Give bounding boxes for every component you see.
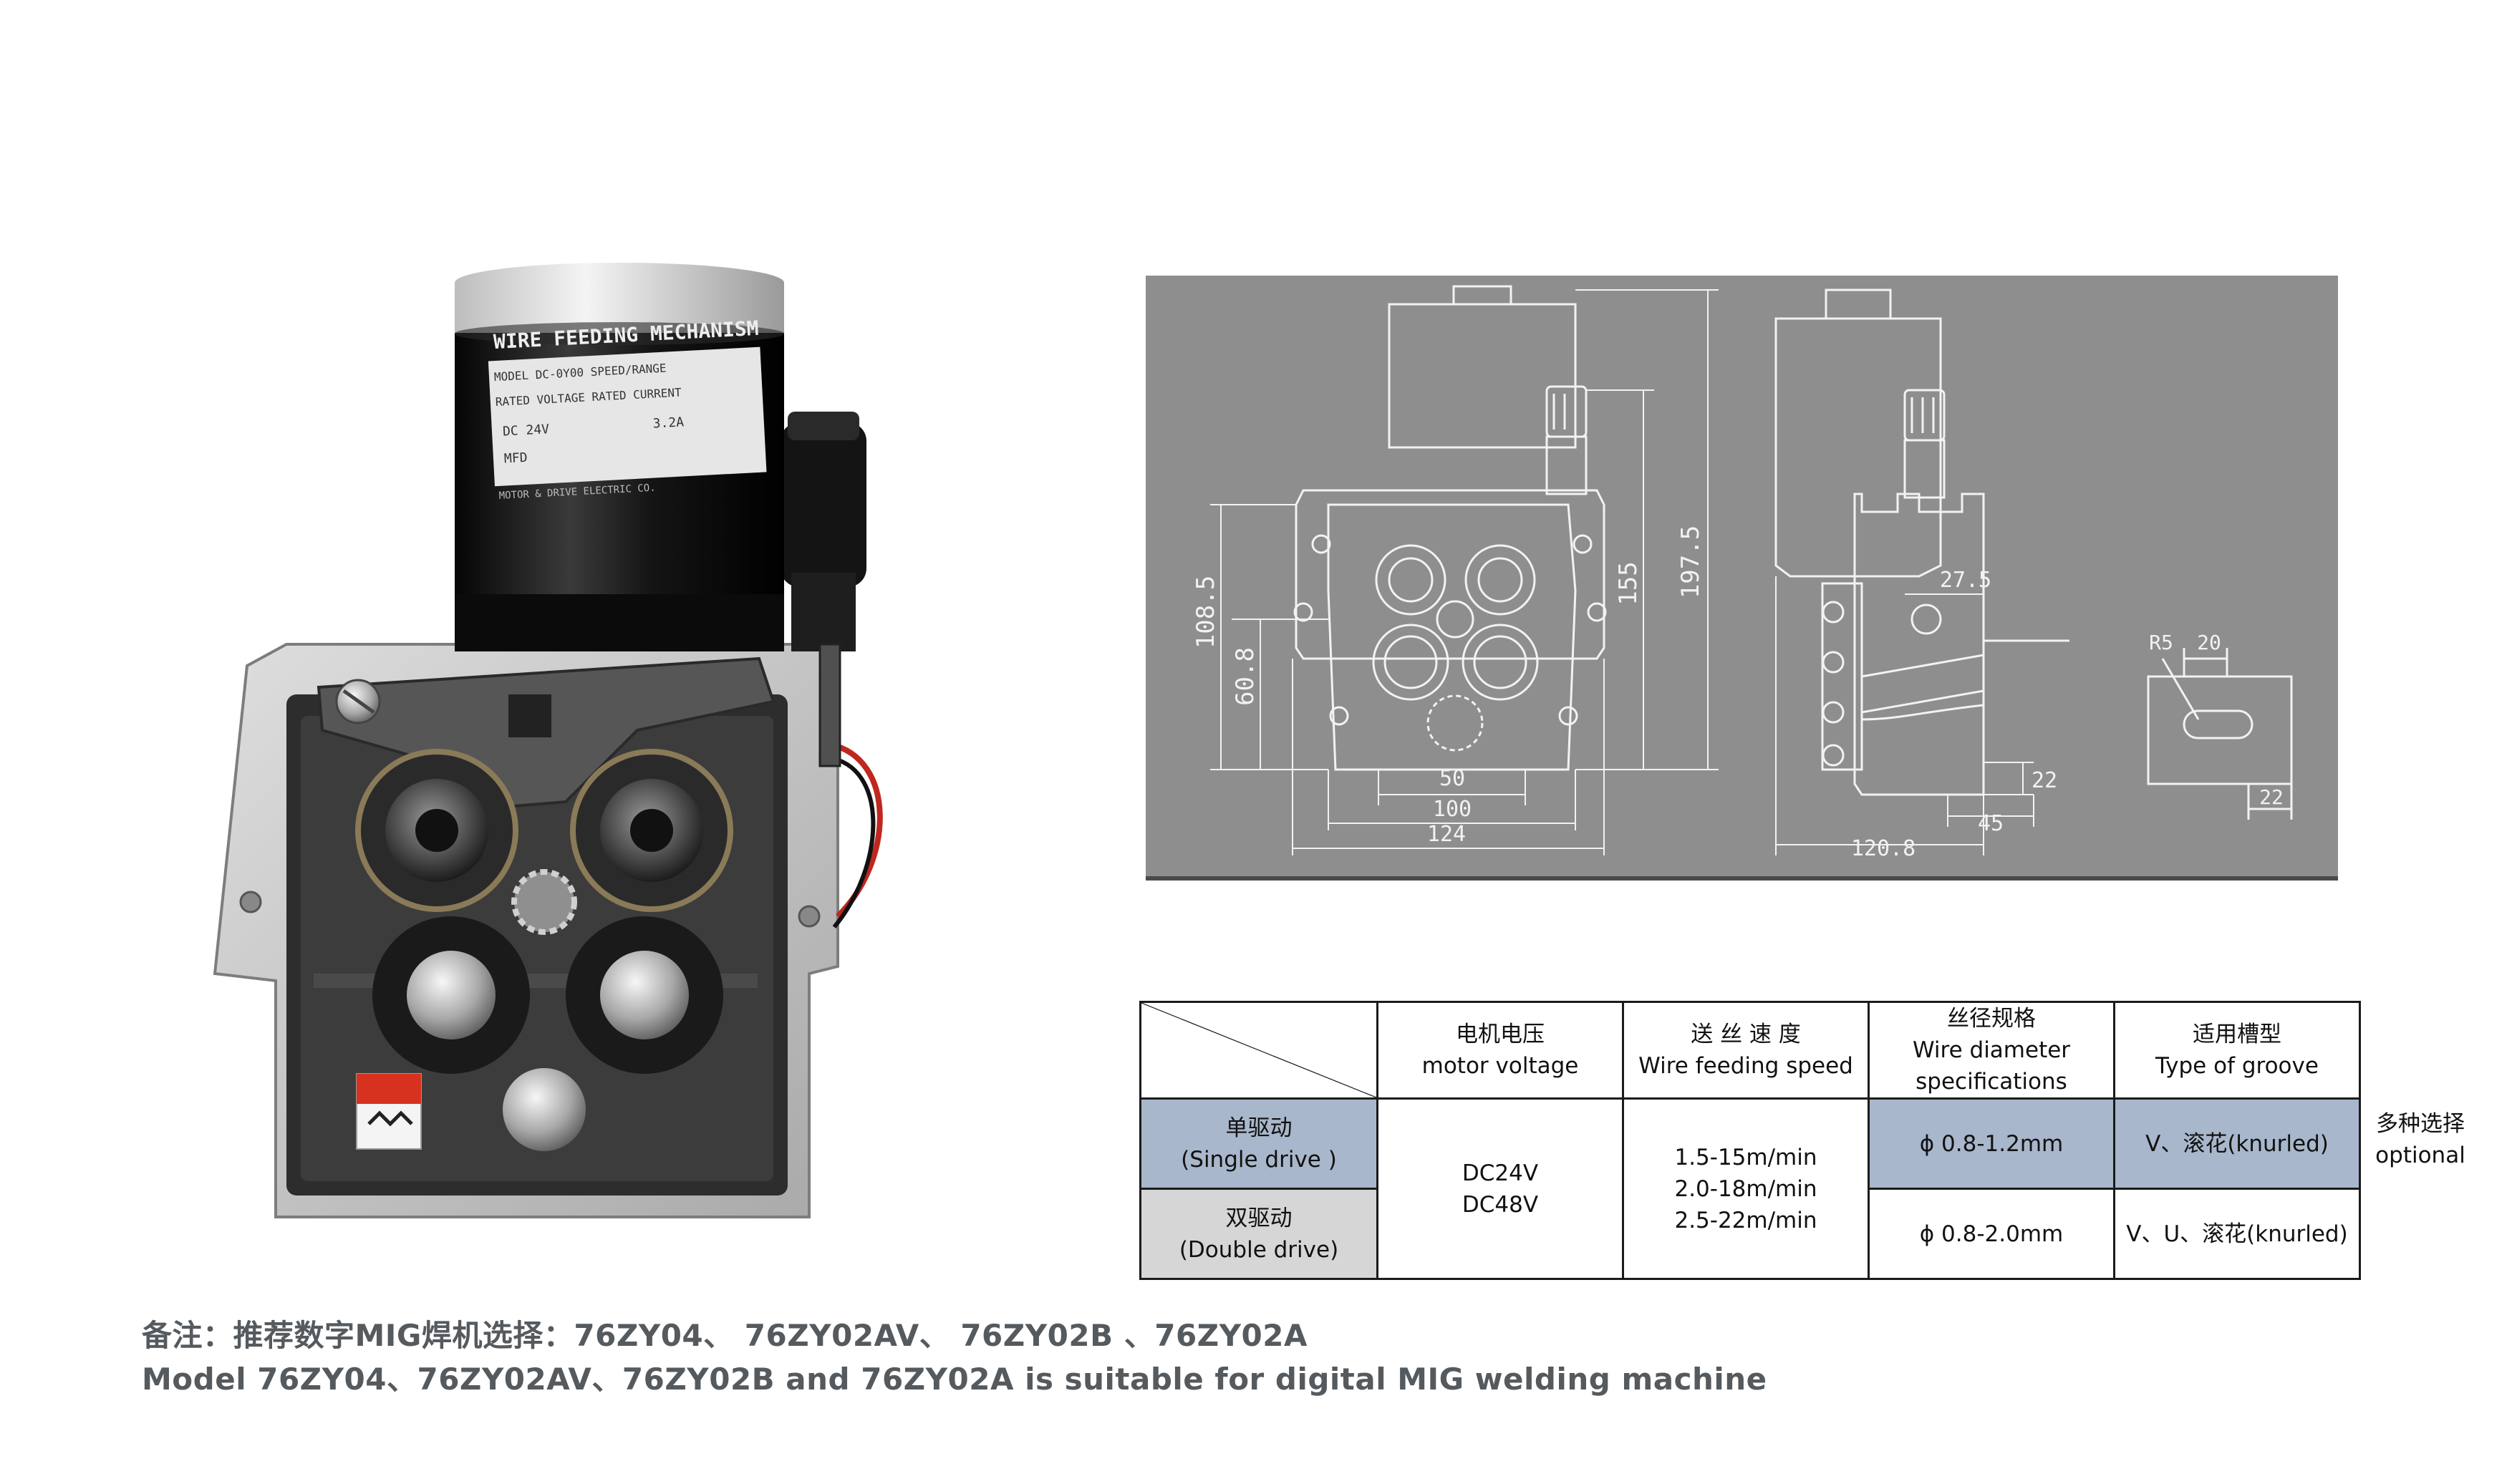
optional-en: optional — [2375, 1143, 2465, 1169]
row-single-en: (Single drive ) — [1181, 1146, 1337, 1173]
header-feeding-speed-cn: 送 丝 速 度 — [1691, 1022, 1801, 1047]
technical-drawing: 197.5 155 108.5 60.8 50 100 124 27.5 22 … — [1146, 276, 2338, 881]
cell-groove-single: V、滚花(knurled) — [2113, 1097, 2361, 1190]
header-motor-voltage-en: motor voltage — [1421, 1053, 1579, 1080]
front-view — [1293, 285, 1607, 771]
corner-diagonal — [1141, 1003, 1376, 1097]
cell-diameter-double: ϕ 0.8-2.0mm — [1868, 1188, 2115, 1281]
dim-label-155: 155 — [1614, 561, 1643, 605]
table-row: 双驱动 (Double drive) ϕ 0.8-2.0mm V、U、滚花(kn… — [1139, 1188, 2361, 1281]
header-motor-voltage-cn: 电机电压 — [1456, 1022, 1545, 1047]
note-chinese: 备注：推荐数字MIG焊机选择：76ZY04、 76ZY02AV、 76ZY02B… — [142, 1318, 1308, 1353]
gear-hub — [511, 869, 577, 935]
upper-rollers — [355, 749, 733, 912]
nameplate-voltage: DC 24V — [502, 422, 549, 439]
header-wire-diameter-cn: 丝径规格 — [1947, 1006, 2036, 1032]
voltage-24v: DC24V — [1462, 1160, 1539, 1186]
header-wire-diameter-en: Wire diameter — [1912, 1037, 2071, 1064]
speed-option-3: 2.5-22m/min — [1674, 1207, 1817, 1233]
dim-label-22-side: 22 — [2032, 768, 2057, 793]
dim-label-r5: R5 — [2149, 631, 2173, 654]
header-motor-voltage: 电机电压 motor voltage — [1376, 1000, 1624, 1100]
dim-label-20: 20 — [2197, 631, 2221, 654]
header-wire-diameter: 丝径规格 Wire diameter specifications — [1868, 1000, 2115, 1100]
dim-label-27-5: 27.5 — [1940, 568, 1991, 593]
spec-table: 电机电压 motor voltage 送 丝 速 度 Wire feeding … — [1139, 1000, 2361, 1281]
front-dimensions — [1210, 289, 1719, 855]
header-wire-diameter-en2: specifications — [1916, 1069, 2067, 1095]
row-single-cn: 单驱动 — [1225, 1115, 1293, 1141]
slot-detail — [2147, 648, 2293, 820]
row-label-single: 单驱动 (Single drive ) — [1139, 1097, 1378, 1190]
speed-option-2: 2.0-18m/min — [1674, 1175, 1817, 1202]
side-dimensions — [1775, 576, 2034, 855]
header-groove-type: 适用槽型 Type of groove — [2113, 1000, 2361, 1100]
dim-label-45: 45 — [1978, 811, 2004, 836]
header-feeding-speed-en: Wire feeding speed — [1638, 1053, 1853, 1080]
cell-motor-voltage: DC24V DC48V — [1376, 1097, 1624, 1281]
table-header-row: 电机电压 motor voltage 送 丝 速 度 Wire feeding … — [1139, 1000, 2361, 1100]
dim-label-22-slot: 22 — [2259, 785, 2284, 809]
voltage-48v: DC48V — [1462, 1191, 1539, 1218]
nameplate-current: 3.2A — [652, 414, 685, 431]
pressure-arm — [317, 656, 776, 811]
cell-diameter-single: ϕ 0.8-1.2mm — [1868, 1097, 2115, 1190]
row-double-en: (Double drive) — [1179, 1236, 1339, 1263]
dim-label-108-5: 108.5 — [1192, 576, 1220, 649]
dim-label-124: 124 — [1427, 822, 1466, 847]
optional-note: 多种选择 optional — [2363, 1108, 2478, 1171]
feed-rollers — [372, 916, 723, 1151]
note-english: Model 76ZY04、76ZY02AV、76ZY02B and 76ZY02… — [142, 1362, 1767, 1397]
product-photo: WIRE FEEDING MECHANISM MODEL DC-0Y00 SPE… — [213, 263, 883, 1218]
row-label-double: 双驱动 (Double drive) — [1139, 1188, 1378, 1281]
tension-knob — [781, 412, 866, 767]
table-corner-cell — [1139, 1000, 1378, 1100]
warning-label — [356, 1073, 422, 1150]
dim-label-60-8: 60.8 — [1231, 647, 1260, 706]
table-row: 单驱动 (Single drive ) DC24V DC48V 1.5-15m/… — [1139, 1097, 2361, 1281]
dim-label-197-5: 197.5 — [1676, 525, 1705, 598]
nameplate-mfd: MFD — [503, 450, 528, 467]
drawing-background — [1146, 276, 2338, 881]
header-feeding-speed: 送 丝 速 度 Wire feeding speed — [1622, 1000, 1870, 1100]
header-groove-type-en: Type of groove — [2155, 1053, 2319, 1080]
row-double-cn: 双驱动 — [1225, 1205, 1293, 1231]
header-groove-type-cn: 适用槽型 — [2193, 1022, 2281, 1047]
cell-feeding-speed: 1.5-15m/min 2.0-18m/min 2.5-22m/min — [1622, 1097, 1870, 1281]
dim-label-100: 100 — [1433, 797, 1472, 822]
cell-groove-double: V、U、滚花(knurled) — [2113, 1188, 2361, 1281]
dim-label-50: 50 — [1439, 766, 1465, 791]
optional-cn: 多种选择 — [2376, 1111, 2465, 1137]
side-view — [1774, 288, 2069, 796]
speed-option-1: 1.5-15m/min — [1674, 1144, 1817, 1170]
dim-label-120-8: 120.8 — [1851, 836, 1916, 861]
